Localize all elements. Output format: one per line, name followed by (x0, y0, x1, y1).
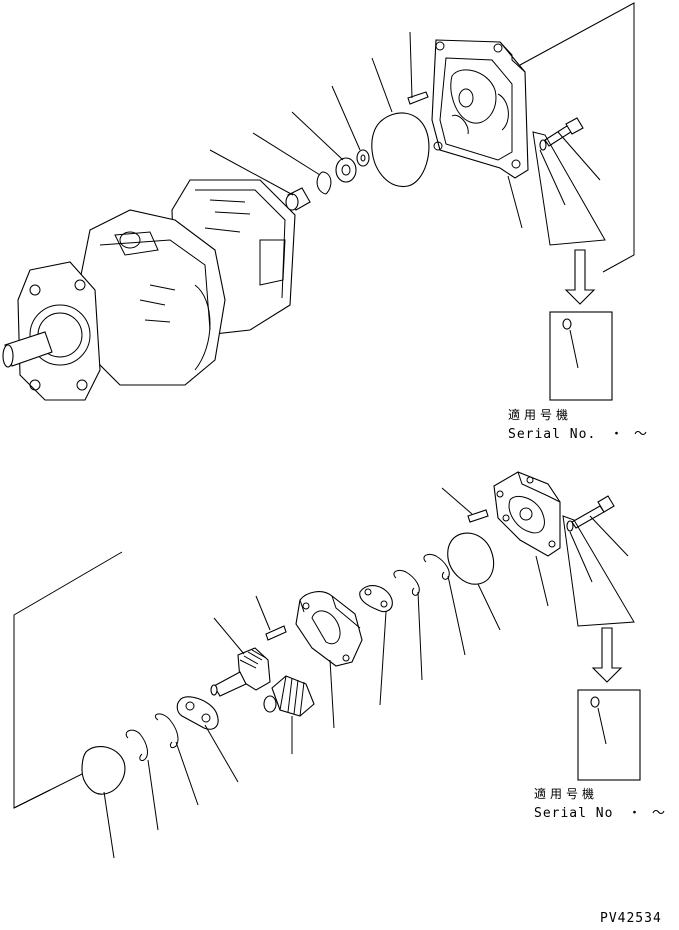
serial-label-upper: Serial No. (508, 427, 596, 442)
gear-housing (295, 591, 363, 729)
serial-range-mark-upper: 〜 (634, 427, 648, 442)
thrust-plate (176, 696, 239, 783)
drawing-code: PV42534 (600, 911, 662, 926)
cover-plate (431, 39, 529, 229)
lower-seal-1 (125, 729, 159, 831)
lower-seal-2 (154, 713, 199, 806)
flange-cover (493, 471, 561, 607)
lower-gasket (447, 532, 501, 631)
upper-assembly: 適用号機 Serial No. ・ 〜 (2, 2, 648, 442)
serial-range-mark-lower: 〜 (652, 806, 666, 821)
gasket (371, 57, 430, 188)
hydraulic-pump-body (2, 179, 296, 401)
serial-label-jp-upper: 適用号機 (508, 407, 572, 422)
drive-gear (210, 617, 271, 697)
bolt (539, 117, 601, 181)
lower-seal-4 (393, 569, 423, 681)
snap-ring (252, 132, 332, 195)
dowel-pin (407, 31, 429, 105)
serial-label-jp-lower: 適用号機 (534, 786, 598, 801)
bushing (209, 149, 311, 211)
lower-seal-5 (423, 553, 466, 656)
serial-detail-box-lower (577, 689, 641, 781)
lower-seal-3 (359, 585, 393, 706)
driven-gear (263, 675, 315, 754)
serial-detail-box-upper (549, 311, 613, 401)
serial-separator-upper: ・ (610, 427, 624, 442)
lower-bolt (566, 495, 629, 557)
bearing (291, 111, 357, 183)
end-cap (81, 746, 126, 859)
lower-pin-2 (441, 487, 489, 523)
lower-assembly: 適用号機 Serial No ・ 〜 (13, 471, 666, 859)
lower-dowel-pin (255, 595, 287, 641)
washer (331, 85, 370, 167)
serial-label-lower: Serial No (534, 806, 613, 821)
serial-separator-lower: ・ (628, 806, 642, 821)
